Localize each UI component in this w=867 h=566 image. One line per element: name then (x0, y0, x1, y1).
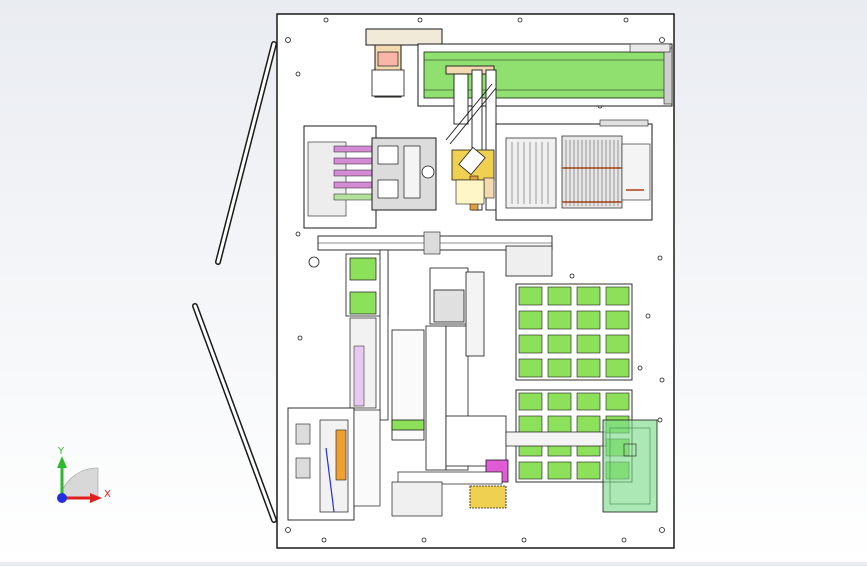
tray-cell (547, 415, 572, 434)
motor-housing (365, 28, 443, 46)
bottom-transfer (391, 415, 607, 517)
center-column (379, 249, 485, 471)
mounting-holes (285, 17, 665, 543)
tray-cell (605, 334, 630, 354)
tray-cell (605, 310, 630, 330)
bottom-left-station (287, 407, 381, 521)
tray-cell (576, 415, 601, 434)
tray-cell (518, 461, 543, 480)
tray-cell (518, 358, 543, 378)
magazine-hatching (511, 140, 619, 206)
pick-head (451, 146, 495, 211)
tray-cell (518, 334, 543, 354)
tray-cell (518, 392, 543, 411)
axis-x-label: X (104, 489, 111, 500)
left-feeder (303, 125, 437, 229)
tray-cell (605, 392, 630, 411)
product-tray (515, 283, 633, 483)
tray-cell (518, 415, 543, 434)
transparent-cover (602, 419, 658, 513)
coordinate-triad: Y X (57, 446, 111, 503)
tray-cell (576, 334, 601, 354)
tray-cell (576, 461, 601, 480)
tray-cell (547, 334, 572, 354)
tray-cell (547, 461, 572, 480)
tray-cell (576, 310, 601, 330)
tray-cell (576, 358, 601, 378)
guide-rod-lower (192, 303, 277, 523)
axis-y-label: Y (57, 446, 65, 457)
tray-cell (547, 286, 572, 306)
tray-cell (518, 286, 543, 306)
tray-cell (547, 392, 572, 411)
tray-cell (547, 310, 572, 330)
tray-cell (605, 358, 630, 378)
tray-cell (518, 310, 543, 330)
linear-module (317, 231, 553, 277)
guide-rod-upper (215, 41, 277, 265)
tray-cell (547, 358, 572, 378)
tray-cell (605, 286, 630, 306)
tray-cell (576, 286, 601, 306)
tray-cell (576, 392, 601, 411)
